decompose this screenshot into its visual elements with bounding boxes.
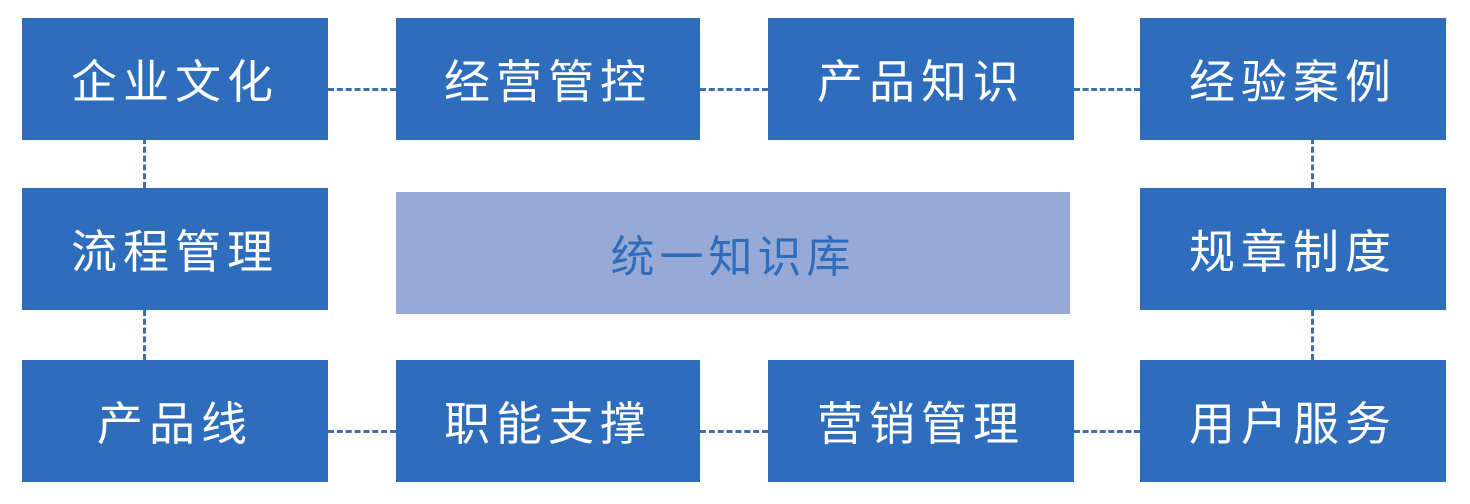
center-knowledge-base: 统一知识库 (396, 192, 1070, 314)
connector-top-1 (328, 88, 396, 91)
node-bottom-1: 产品线 (22, 360, 328, 482)
connector-top-2 (700, 88, 768, 91)
connector-top-3 (1074, 88, 1140, 91)
node-top-2: 经营管控 (396, 18, 700, 140)
connector-left-2 (143, 310, 146, 360)
connector-bottom-3 (1074, 430, 1140, 433)
connector-right-2 (1311, 310, 1314, 360)
connector-bottom-1 (328, 430, 396, 433)
node-middle-left: 流程管理 (22, 188, 328, 310)
connector-bottom-2 (700, 430, 768, 433)
node-top-3: 产品知识 (768, 18, 1074, 140)
node-bottom-2: 职能支撑 (396, 360, 700, 482)
node-top-4: 经验案例 (1140, 18, 1446, 140)
node-top-1: 企业文化 (22, 18, 328, 140)
node-middle-right: 规章制度 (1140, 188, 1446, 310)
node-bottom-4: 用户服务 (1140, 360, 1446, 482)
node-bottom-3: 营销管理 (768, 360, 1074, 482)
connector-left-1 (143, 138, 146, 188)
connector-right-1 (1311, 138, 1314, 188)
